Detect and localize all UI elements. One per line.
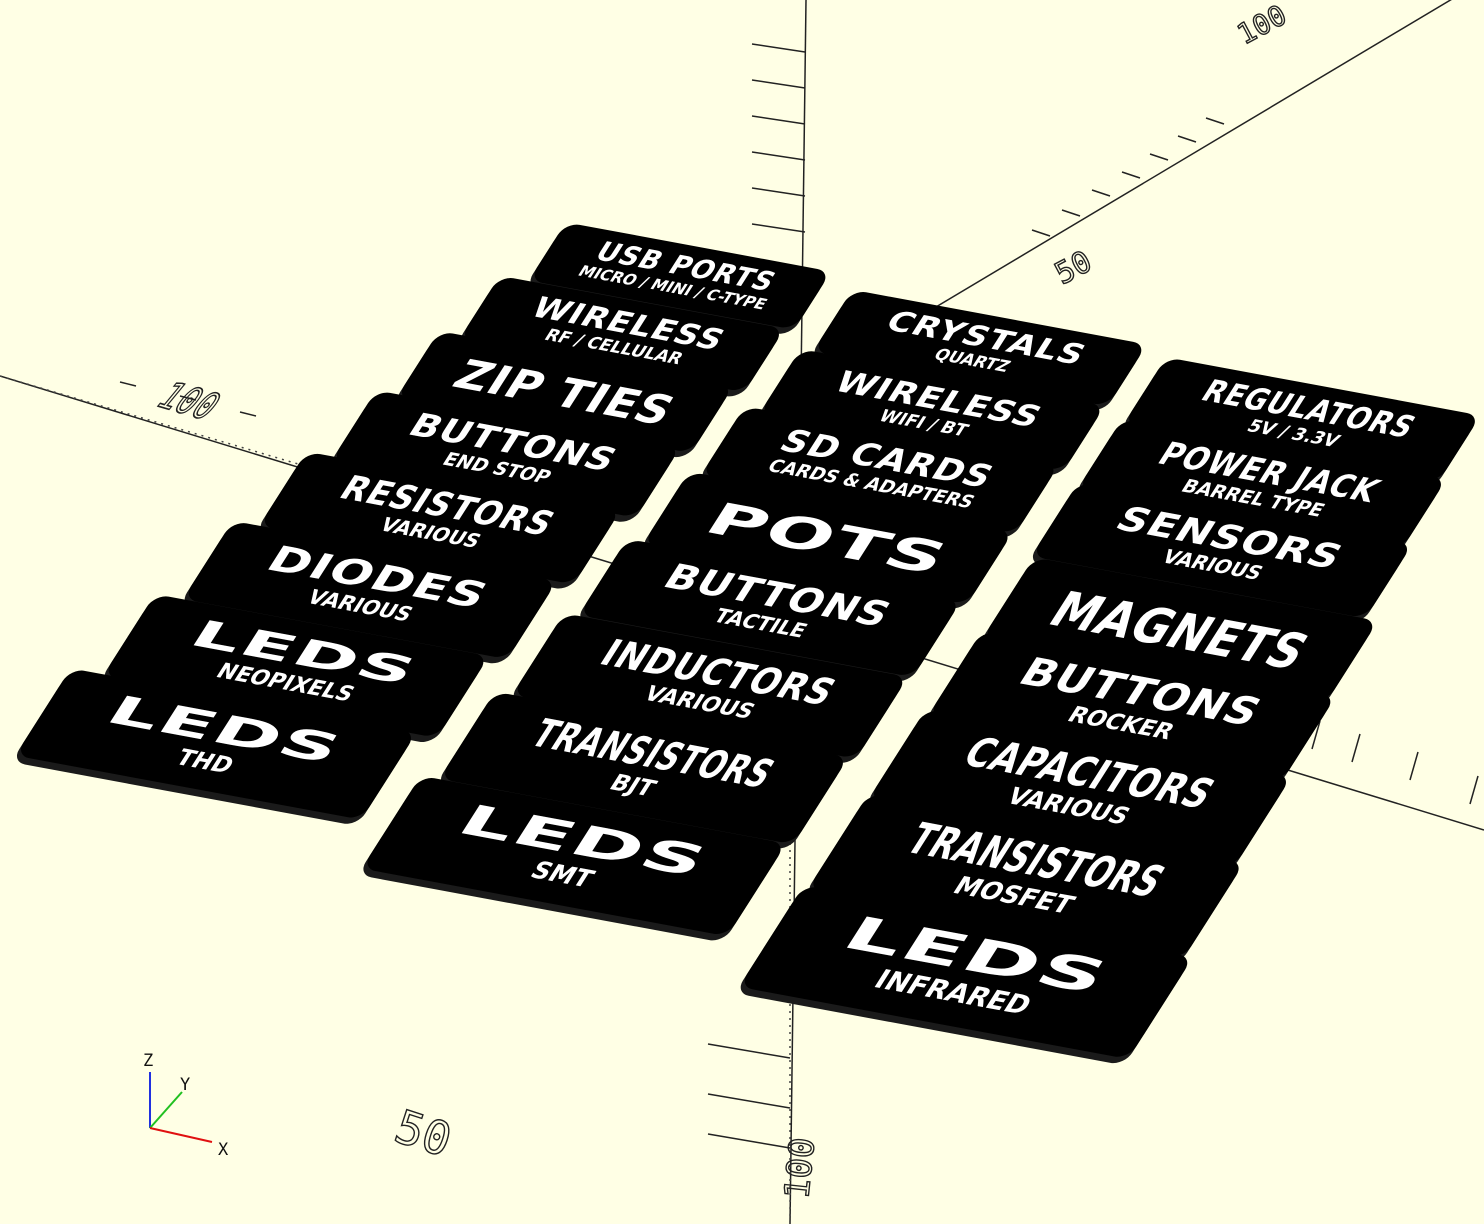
plate-face <box>813 795 1239 957</box>
gizmo-x-label: X <box>218 1140 229 1160</box>
diagonal-axis-tick <box>1031 229 1051 237</box>
label-plate: MAGNETS <box>983 559 1373 707</box>
y-axis-tick <box>751 187 806 197</box>
x-axis-tick <box>239 411 257 417</box>
diagonal-axis-tick <box>1205 117 1225 125</box>
plate-face <box>744 887 1188 1057</box>
y-axis-tick <box>707 1133 791 1149</box>
diagonal-axis-tick <box>1149 153 1169 161</box>
pos-y-scale-label: 50 <box>1049 244 1097 292</box>
gizmo-y-line <box>149 1091 183 1129</box>
axis-gizmo: Z Y X <box>143 1051 229 1160</box>
gizmo-z-label: Z <box>143 1051 153 1071</box>
plate-face <box>517 615 903 757</box>
x-axis-tick <box>1311 720 1321 750</box>
plate-face <box>445 693 843 843</box>
x-axis-tick <box>1409 751 1419 781</box>
gizmo-x-line <box>149 1127 213 1143</box>
y-axis-ticks <box>707 43 806 1149</box>
plate-face <box>465 278 779 390</box>
diagonal-axis-tick <box>1177 135 1197 143</box>
diagonal-axis-ticks <box>1031 117 1225 237</box>
plate-face <box>1036 484 1408 616</box>
y-axis-tick <box>751 223 806 233</box>
plate-face <box>108 596 484 736</box>
plate-face <box>1083 420 1441 548</box>
plate-face <box>987 559 1373 701</box>
plate-face <box>818 292 1142 404</box>
plate-face <box>534 224 826 328</box>
plate-face <box>584 541 956 675</box>
diagonal-axis-tick <box>1121 171 1141 179</box>
x-axis-tick <box>179 395 197 401</box>
y-axis-tick <box>707 1043 791 1059</box>
y-axis-tick <box>751 151 806 161</box>
x-axis-tick <box>1469 775 1479 805</box>
plate-face <box>1129 359 1475 481</box>
plate-face <box>706 408 1054 532</box>
gizmo-y-label: Y <box>180 1075 190 1095</box>
plate-face <box>874 710 1286 866</box>
plate-face <box>336 392 676 516</box>
plate-face <box>188 523 552 657</box>
pos-y-far-scale-label: 100 <box>1232 0 1292 51</box>
neg-y-scale-label: 50 <box>389 1099 458 1167</box>
plate-face <box>264 453 616 583</box>
plate-face <box>21 670 411 818</box>
plate-face <box>367 778 781 934</box>
y-axis-tick <box>751 115 806 125</box>
neg-y-far-scale-label: 100 <box>777 1136 823 1201</box>
y-axis-tick <box>707 1093 791 1109</box>
x-axis-tick <box>119 381 137 387</box>
diagonal-axis-tick <box>1061 209 1081 217</box>
plate-face <box>933 632 1331 780</box>
x-axis-ticks <box>119 381 1479 805</box>
neg-x-scale-label: 100 <box>147 374 230 427</box>
plate-face <box>648 473 1008 603</box>
diagonal-axis-tick <box>1091 189 1111 197</box>
x-axis-tick <box>1351 733 1361 763</box>
y-axis-tick <box>751 79 806 89</box>
plate-face <box>764 351 1100 469</box>
y-axis-tick <box>751 43 806 53</box>
plate-face <box>401 333 729 451</box>
